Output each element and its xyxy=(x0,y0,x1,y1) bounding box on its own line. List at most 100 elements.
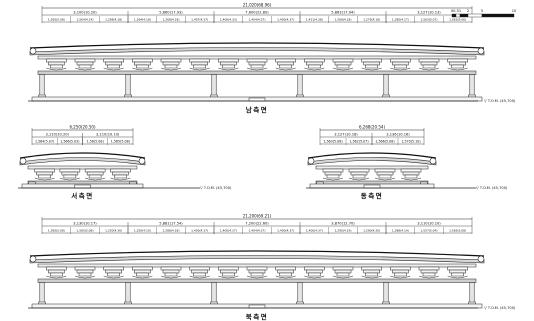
bay-dimension: 1,563(5.07) xyxy=(421,18,438,22)
bay-dimension: 1,400(4.33) xyxy=(220,18,237,22)
segment-dimension: 5,881(17.54) xyxy=(159,222,183,226)
bracket-set xyxy=(304,58,325,71)
entrance-step xyxy=(248,97,266,102)
bay-dimension: 1,563(5.06) xyxy=(449,18,466,22)
elevation-title: 북측면 xyxy=(246,312,268,321)
bracket-set xyxy=(246,58,268,71)
bay-dimension: 1,565(5.08) xyxy=(48,229,65,233)
roof-eave-band xyxy=(29,255,485,264)
segment-dimension: 3,870(12.70) xyxy=(331,222,355,226)
roof-eave-band xyxy=(29,47,485,56)
scale-bar-label: 1 xyxy=(459,9,461,13)
bracket-set xyxy=(132,58,153,71)
pillar xyxy=(125,74,131,96)
roof-eave-band xyxy=(307,157,437,166)
segment-dimension: 5,863(17.94) xyxy=(331,11,355,15)
scale-bar-segment xyxy=(459,13,469,18)
pillar-base-stone xyxy=(316,181,324,185)
bay-dimension: 1,268(4.18) xyxy=(335,18,352,22)
bracket-set xyxy=(46,58,67,71)
segment-dimension: 3,136(10.16) xyxy=(386,133,410,137)
bracket-beam xyxy=(37,55,477,60)
elevation-north: 21,200(69.21)3,130(10.17)5,881(17.54)7,2… xyxy=(28,214,516,321)
bracket-beam xyxy=(315,165,429,170)
bracket-set xyxy=(160,266,182,279)
main-lintel xyxy=(37,70,477,75)
bay-dimension: 1,400(4.37) xyxy=(277,229,294,233)
ground-level-label: ▽ T.O.M. (45,700) xyxy=(476,186,508,190)
pillar-base-stone xyxy=(296,301,304,305)
roof-end-tile xyxy=(29,255,37,263)
entrance-step xyxy=(248,304,266,309)
scale-bar-label: 2 xyxy=(467,9,469,13)
roof-end-tile xyxy=(477,47,485,55)
bay-dimension: 1,404(4.37) xyxy=(249,18,266,22)
roof-end-tile xyxy=(477,255,485,263)
bay-dimension: 1,290(4.19) xyxy=(335,229,352,233)
bracket-set xyxy=(275,266,296,279)
pillar xyxy=(125,282,131,303)
pillar-base-stone xyxy=(38,94,46,98)
roof-end-tile xyxy=(29,47,37,55)
bay-dimension: 1,400(4.37) xyxy=(277,18,294,22)
bracket-set xyxy=(103,266,124,279)
bracket-set xyxy=(390,266,411,279)
pillar-base-stone xyxy=(468,94,476,98)
bay-dimension: 1,563(5.08) xyxy=(323,140,342,144)
roof-end-tile xyxy=(19,157,27,165)
scale-bar-segment xyxy=(481,13,515,18)
bay-dimension: 1,407(4.37) xyxy=(191,18,208,22)
segment-dimension: 3,127(10.13) xyxy=(417,11,441,15)
roof-eave-band xyxy=(19,157,146,166)
bay-dimension: 1,565(5.08) xyxy=(77,229,94,233)
bay-dimension: 1,564(5.07) xyxy=(35,140,54,144)
ground-level-label: ▽ T.O.M. (45,700) xyxy=(484,99,516,103)
bay-dimension: 1,411(4.38) xyxy=(306,18,323,22)
scale-bar-label: 10 xyxy=(512,9,517,13)
bay-dimension: 1,268(4.18) xyxy=(105,18,122,22)
bay-dimension: 1,250(4.30) xyxy=(105,229,122,233)
bay-dimension: 1,276(4.18) xyxy=(363,18,380,22)
roof-ridge-line xyxy=(19,152,146,159)
segment-dimension: 3,110(10.10) xyxy=(96,133,120,137)
main-lintel xyxy=(37,278,477,283)
bay-dimension: 1,566(5.08) xyxy=(375,140,394,144)
bay-dimension: 1,565(5.08) xyxy=(48,18,65,22)
bay-dimension: 1,285(4.17) xyxy=(392,18,409,22)
entrance-step xyxy=(363,184,381,189)
scale-bar-label: 0 xyxy=(451,9,454,13)
overall-dimension: 6,250(20.50) xyxy=(69,125,95,130)
bracket-set xyxy=(418,58,440,71)
segment-dimension: 3,127(10.18) xyxy=(334,133,358,137)
elevation-title: 동측면 xyxy=(361,191,383,200)
bay-dimension: 1,288(4.18) xyxy=(163,229,180,233)
bracket-set xyxy=(110,168,131,181)
scale-bar-segment xyxy=(467,13,483,18)
bracket-set xyxy=(34,168,55,181)
bracket-set xyxy=(390,58,411,71)
ground-level-label: ▽ T.O.M. (45,700) xyxy=(484,306,516,310)
bay-dimension: 1,562(5.07) xyxy=(349,140,368,144)
bracket-set xyxy=(361,266,382,279)
bracket-set xyxy=(189,58,210,71)
roof-ridge-line xyxy=(29,42,485,49)
pillar-base-stone xyxy=(420,181,428,185)
pillar-base-stone xyxy=(210,301,218,305)
bracket-set xyxy=(361,58,382,71)
bracket-set xyxy=(332,58,354,71)
bay-dimension: 1,400(4.37) xyxy=(306,229,323,233)
entrance-step xyxy=(74,184,91,189)
roof-ridge-line xyxy=(29,250,485,257)
pillar-base-stone xyxy=(124,301,132,305)
bracket-set xyxy=(304,266,325,279)
bracket-set xyxy=(332,266,354,279)
overall-dimension: 21,020(68.96) xyxy=(243,3,272,8)
scale-bar-segment xyxy=(455,13,461,18)
bracket-set xyxy=(322,168,344,181)
overall-dimension: 6,268(20.54) xyxy=(359,125,385,130)
bay-dimension: 1,564(4.14) xyxy=(77,18,94,22)
segment-dimension: 7,200(22.60) xyxy=(245,222,269,226)
elevation-title: 서측면 xyxy=(71,191,93,200)
pillar-base-stone xyxy=(382,94,390,98)
bracket-beam xyxy=(27,165,138,170)
